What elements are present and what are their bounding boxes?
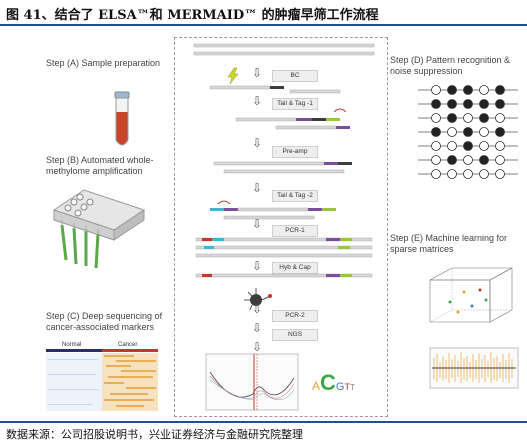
dna-fragments-bc [209,85,341,94]
step-e-label: Step (E) Machine learning for sparse mat… [390,233,508,254]
down-arrow-icon: ⇩ [252,259,263,273]
test-tube-icon [114,91,130,146]
down-arrow-icon: ⇩ [252,302,263,316]
source-note: 数据来源：公司招股说明书，兴业证券经济与金融研究院整理 [6,428,303,441]
step-label-bc: BC [272,70,318,82]
methylation-pattern-grid [418,85,518,179]
heatmap-cancer-label: Cancer [118,342,138,348]
step-label-pcr-1: PCR-1 [272,225,318,237]
title-rule [0,24,527,26]
step-b-label: Step (B) Automated whole-methylome ampli… [46,155,154,176]
dna-fragments-pcr1 [195,237,373,258]
step-label-ngs: NGS [272,329,318,341]
down-arrow-icon: ⇩ [252,217,263,231]
dna-fragments-hyb [195,273,373,278]
pipette-robot-icon [52,189,146,269]
methylation-heatmap [46,349,158,411]
down-arrow-icon: ⇩ [252,321,263,335]
nucleotide-letters: ACGTT [312,370,355,396]
heatmap-normal-label: Normal [62,342,82,348]
bead-icon [244,288,272,311]
nucleotide-t2: T [349,383,355,392]
down-arrow-icon: ⇩ [252,66,263,80]
dna-fragments-preamp [213,161,352,174]
step-a-label: Step (A) Sample preparation [46,58,161,68]
step-d-label: Step (D) Pattern recognition & noise sup… [390,55,511,76]
step-label-pre-amp: Pre-amp [272,146,318,158]
step-label-pcr-2: PCR-2 [272,310,318,322]
down-arrow-icon: ⇩ [252,94,263,108]
sparse-signal-plot [429,347,519,389]
down-arrow-icon: ⇩ [252,340,263,354]
nucleotide-g: G [335,381,345,393]
step-label-hyb-cap: Hyb & Cap [272,262,318,274]
down-arrow-icon: ⇩ [252,136,263,150]
dna-fragments-tag1 [235,108,350,130]
nucleotide-c: C [320,370,336,395]
figure-title: 图 41、结合了 ELSA™和 MERMAID™ 的肿瘤早筛工作流程 [6,8,379,23]
dna-strands-top [193,43,375,56]
nucleotide-a: A [312,379,321,393]
3d-scatter-plot [429,267,513,323]
source-rule [0,421,527,423]
step-label-tail-tag-1: Tail & Tag -1 [272,98,318,110]
step-c-label: Step (C) Deep sequencing of cancer-assoc… [46,311,163,332]
lightning-icon [227,67,239,85]
sequencing-trace-plot [205,353,299,411]
down-arrow-icon: ⇩ [252,181,263,195]
step-label-tail-tag-2: Tail & Tag -2 [272,190,318,202]
dna-fragments-tag2 [210,200,336,220]
workflow-panel [174,37,388,417]
nucleotide-t1: T [344,382,350,392]
